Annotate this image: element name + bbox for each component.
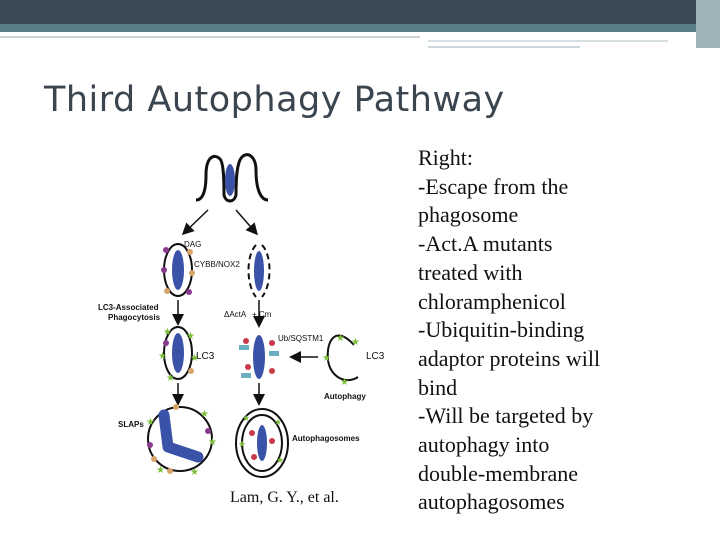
label-lc3-associated: LC3-Associated <box>98 303 159 312</box>
slide-body-text: Right: -Escape from the phagosome -Act.A mu… <box>418 144 708 517</box>
body-text-line: treated with <box>418 259 523 285</box>
marker <box>188 368 194 374</box>
body-text-line: phagosome <box>418 202 519 228</box>
body-text-line: adaptor proteins will <box>418 345 601 371</box>
label-lc3-left: LC3 <box>196 351 215 362</box>
autophagosome-outer <box>235 408 289 478</box>
body-text-line: bind <box>418 374 458 400</box>
phagosome-broken <box>261 244 271 298</box>
star-marker: ★ <box>163 327 172 338</box>
ub-marker <box>269 368 275 374</box>
ub-marker <box>269 438 275 444</box>
cell-membrane-entry <box>195 153 269 203</box>
star-marker: ★ <box>238 439 246 449</box>
header-corner-block <box>696 0 720 48</box>
marker <box>163 247 169 253</box>
bacterium-lc3 <box>172 333 184 373</box>
ub-marker <box>249 430 255 436</box>
phagosome-lc3 <box>163 326 193 380</box>
body-text-line: -Act.A mutants <box>418 231 553 257</box>
label-slaps: SLAPs <box>118 420 144 429</box>
header-stripe <box>428 40 668 42</box>
label-autophagosomes: Autophagosomes <box>292 434 360 443</box>
star-marker: ★ <box>276 455 284 465</box>
marker <box>167 468 173 474</box>
header-bar <box>0 0 720 24</box>
marker <box>163 340 169 346</box>
star-marker: ★ <box>158 351 167 362</box>
marker <box>186 289 192 295</box>
body-text-line: autophagosomes <box>418 489 565 515</box>
body-text-line: Right: <box>418 145 474 170</box>
ub-marker <box>269 340 275 346</box>
star-marker: ★ <box>208 437 217 448</box>
star-marker: ★ <box>166 373 175 384</box>
slide-title: Third Autophagy Pathway <box>44 80 505 120</box>
body-text-line: chloramphenicol <box>418 288 566 314</box>
autophagy-membrane <box>326 334 359 382</box>
arrow-to-escape <box>235 209 258 236</box>
header-accent-bar <box>0 24 720 32</box>
star-marker: ★ <box>190 353 199 364</box>
body-text-line: autophagy into <box>418 432 550 458</box>
phagosome-broken <box>247 244 257 298</box>
ub-marker <box>245 364 251 370</box>
label-cybb: CYBB/NOX2 <box>194 260 240 269</box>
star-marker: ★ <box>351 337 360 348</box>
sqstm1-marker <box>241 373 251 378</box>
figure-citation: Lam, G. Y., et al. <box>230 489 339 506</box>
star-marker: ★ <box>190 467 199 478</box>
bacterium-ub <box>253 335 265 379</box>
arrow-to-lap <box>181 209 209 236</box>
label-lc3-right: LC3 <box>366 351 385 362</box>
star-marker: ★ <box>340 377 349 388</box>
sqstm1-marker <box>239 345 249 350</box>
label-dag: DAG <box>184 240 201 249</box>
star-marker: ★ <box>336 333 345 344</box>
star-marker: ★ <box>200 409 209 420</box>
body-text-line: -Escape from the <box>418 173 569 199</box>
label-cm: + Cm <box>252 310 272 319</box>
bacterium-entry <box>225 164 235 196</box>
ub-marker <box>251 454 257 460</box>
autophagosome-inner <box>241 414 283 472</box>
star-marker: ★ <box>322 353 331 364</box>
header-stripe <box>428 46 580 48</box>
slap-vacuole <box>147 406 213 472</box>
marker <box>187 249 193 255</box>
ub-marker <box>243 338 249 344</box>
label-phagocytosis: Phagocytosis <box>108 313 161 322</box>
marker <box>189 270 195 276</box>
label-autophagy: Autophagy <box>324 392 366 401</box>
bacterium-slap <box>158 409 204 463</box>
bacterium-escape <box>254 251 264 291</box>
header-stripe <box>0 36 420 38</box>
bacterium-dag <box>172 250 184 290</box>
marker <box>151 456 157 462</box>
body-text-line: -Will be targeted by <box>418 403 594 429</box>
autophagy-pathway-figure: DAG CYBB/NOX2 LC3-Associated Phagocytosi… <box>98 153 385 478</box>
star-marker: ★ <box>156 465 165 476</box>
body-text-line: double-membrane <box>418 460 579 486</box>
marker <box>147 442 153 448</box>
label-ub: Ub/SQSTM1 <box>278 334 324 343</box>
bacterium-autophagosome <box>257 425 267 461</box>
marker <box>205 428 211 434</box>
sqstm1-marker <box>269 351 279 356</box>
label-dacta: ΔActA <box>224 310 247 319</box>
star-marker: ★ <box>186 331 195 342</box>
marker <box>164 288 170 294</box>
star-marker: ★ <box>242 413 250 423</box>
star-marker: ★ <box>146 417 155 428</box>
star-marker: ★ <box>274 417 282 427</box>
marker <box>161 267 167 273</box>
marker <box>173 404 179 410</box>
body-text-line: -Ubiquitin-binding <box>418 317 585 343</box>
